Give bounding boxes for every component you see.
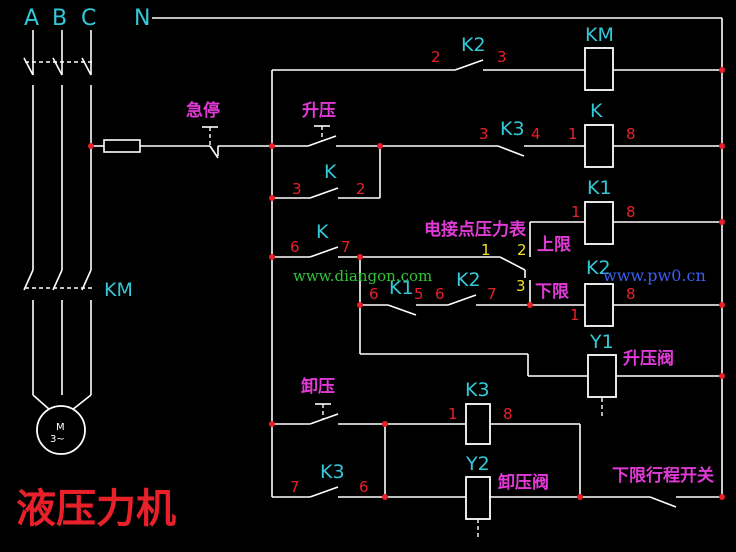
terminal-number: 3 (479, 125, 489, 143)
k2-r1-label: K2 (461, 34, 486, 56)
terminal-number: 1 (571, 203, 581, 221)
watermark-left: www.diangon.com (293, 267, 432, 285)
release-button-label: 卸压 (301, 376, 335, 397)
terminal-number: 4 (531, 125, 541, 143)
labels: A B C N M 3~ KM 急停 升压 卸压 K2 KM K3 K K K1… (16, 6, 714, 532)
k3-r2-label: K3 (500, 118, 525, 140)
k2-contact-label: K2 (456, 269, 481, 291)
watermark-right: www.pw0.cn (603, 266, 706, 285)
diagram-title: 液压力机 (16, 486, 176, 532)
k3-coil-label: K3 (465, 379, 490, 401)
gauge-label: 电接点压力表 (424, 219, 527, 240)
estop-label: 急停 (186, 100, 220, 121)
coil-km (584, 47, 614, 91)
y2-label: Y2 (465, 453, 490, 475)
terminal-number: 7 (290, 478, 300, 496)
terminal-number: 8 (626, 125, 636, 143)
terminal-number: 1 (568, 125, 578, 143)
phase-c: C (81, 6, 96, 31)
coil-k1 (584, 201, 614, 245)
terminal-number: 7 (487, 285, 497, 303)
terminal-number: 6 (435, 285, 445, 303)
motor-sub: 3~ (50, 434, 65, 445)
terminal-number: 2 (431, 48, 441, 66)
terminal-number: 6 (359, 478, 369, 496)
terminal-number: 8 (503, 405, 513, 423)
power-lines (23, 17, 723, 497)
raise-valve-label: 升压阀 (623, 348, 674, 369)
raise-button-label: 升压 (302, 101, 336, 121)
phase-a: A (24, 6, 39, 31)
k-holding-label: K (324, 161, 337, 183)
k1-coil-label: K1 (587, 177, 612, 199)
km-main-label: KM (104, 279, 133, 301)
gauge-upper-label: 上限 (537, 235, 571, 255)
terminal-number: 7 (341, 238, 351, 256)
limit-switch-label: 下限行程开关 (612, 465, 714, 486)
terminal-number: 6 (290, 238, 300, 256)
phase-b: B (52, 6, 67, 31)
terminal-number: 3 (497, 48, 507, 66)
gauge-pin-1: 1 (481, 241, 491, 259)
coil-k2 (584, 283, 614, 327)
terminal-number: 1 (570, 306, 580, 324)
motor-symbol (36, 405, 86, 455)
coil-k (584, 124, 614, 168)
phase-n: N (134, 6, 150, 31)
terminal-number: 6 (369, 285, 379, 303)
terminal-number: 8 (626, 285, 636, 303)
coil-k3 (465, 403, 491, 445)
coil-y1 (587, 354, 617, 398)
release-valve-label: 卸压阀 (498, 472, 549, 493)
terminal-number: 5 (414, 285, 424, 303)
k-coil-label: K (590, 100, 603, 122)
gauge-pin-3: 3 (516, 277, 526, 295)
terminal-number: 8 (626, 203, 636, 221)
coils (465, 47, 617, 520)
gauge-pin-2: 2 (517, 241, 527, 259)
y1-label: Y1 (589, 331, 614, 353)
junction-nodes (88, 67, 725, 500)
k2-coil-label: K2 (586, 257, 611, 279)
terminal-number: 2 (356, 180, 366, 198)
k1-contact-label: K1 (389, 277, 414, 299)
k-contact-label: K (316, 221, 329, 243)
coil-y2 (465, 476, 491, 520)
gauge-lower-label: 下限 (535, 282, 569, 302)
motor-label: M (56, 422, 65, 433)
terminal-number: 1 (448, 405, 458, 423)
k3-contact-label: K3 (320, 461, 345, 483)
km-coil-label: KM (585, 24, 614, 46)
terminal-number: 3 (292, 180, 302, 198)
